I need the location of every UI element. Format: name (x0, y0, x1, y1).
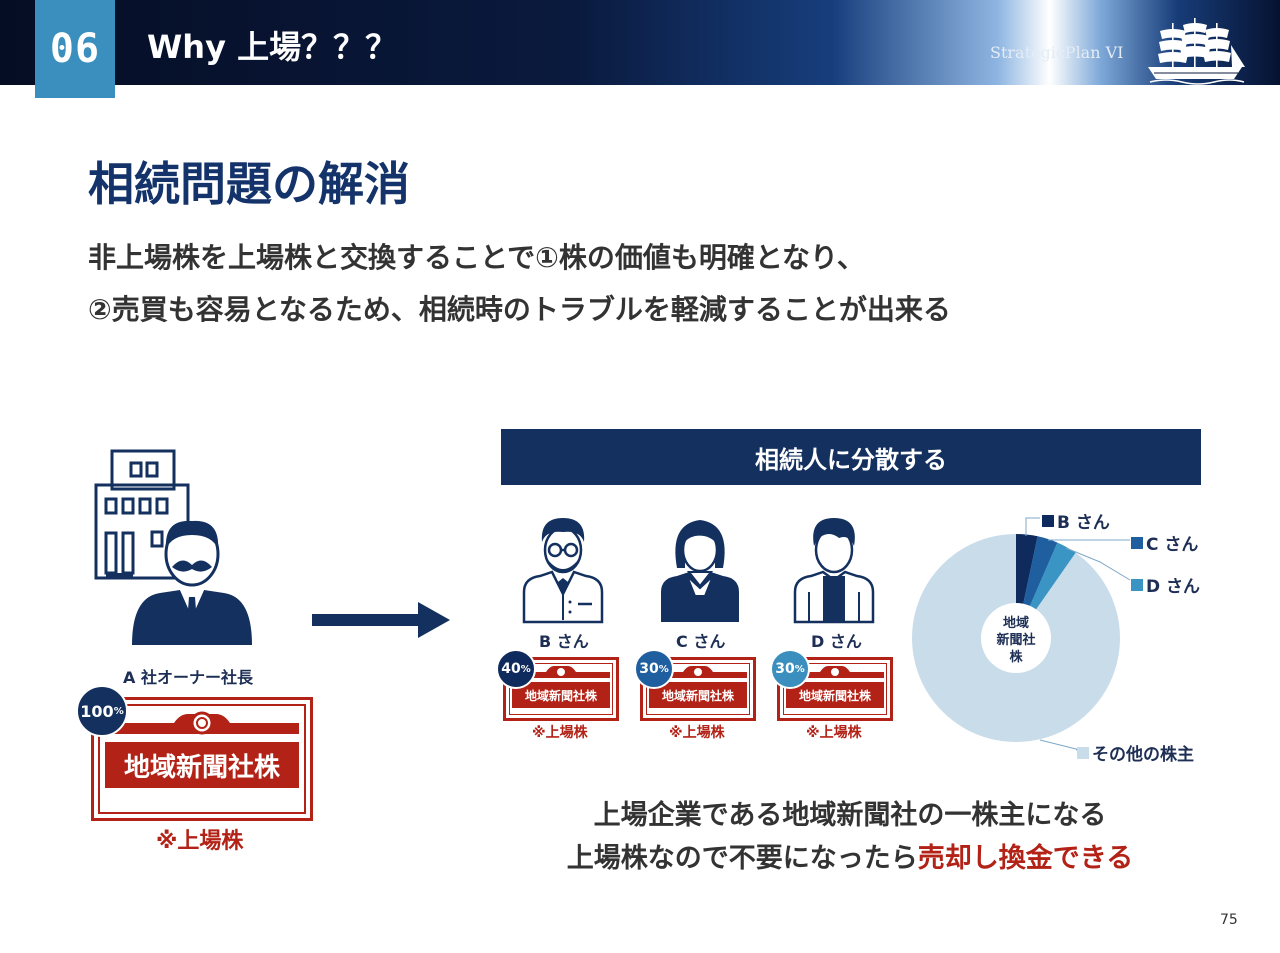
percent-badge-owner: 100% (76, 685, 128, 737)
svg-text:新聞社: 新聞社 (996, 632, 1035, 648)
conclusion-line-1: 上場企業である地域新聞社の一株主になる (593, 800, 1107, 831)
conclusion-line-2: 上場株なので不要になったら売却し換金できる (566, 843, 1134, 874)
conclusion-accent: 売却し換金できる (917, 843, 1134, 874)
shareholder-donut-chart: 地域 新聞社 株 (911, 517, 1131, 751)
page-title: 相続問題の解消 (88, 157, 410, 211)
heir-d-note: ※上場株 (806, 725, 862, 741)
stock-certificate-large: 地域新聞社株 (91, 697, 313, 821)
page-number: 75 (1220, 912, 1238, 928)
section-number: 06 (35, 0, 115, 98)
heir-d-icon (793, 518, 875, 624)
percent-badge-d: 30% (770, 649, 810, 689)
subtitle-line-2: ②売買も容易となるため、相続時のトラブルを軽減することが出来る (88, 293, 951, 326)
legend-b: B さん (1042, 508, 1110, 533)
svg-text:地域: 地域 (1003, 615, 1029, 631)
header-title: Why 上場？？？ (147, 28, 398, 66)
heir-c-note: ※上場株 (669, 725, 725, 741)
legend-c: C さん (1131, 530, 1198, 555)
stock-certificate-c: 地域新聞社株 (640, 657, 756, 721)
legend-others: その他の株主 (1077, 740, 1194, 765)
building-owner-illustration (94, 449, 252, 645)
percent-badge-c: 30% (634, 649, 674, 689)
heir-c-name: C さん (676, 632, 726, 651)
certificate-emblem-icon (786, 666, 884, 678)
distribution-banner: 相続人に分散する (501, 429, 1201, 485)
owner-label: A 社オーナー社長 (123, 668, 253, 687)
heir-b-note: ※上場株 (532, 725, 588, 741)
header-bar (0, 0, 1280, 85)
legend-d: D さん (1131, 572, 1200, 597)
legend-swatch-d (1131, 578, 1143, 591)
percent-badge-b: 40% (496, 649, 536, 689)
sailing-ship-icon (1148, 18, 1245, 85)
certificate-emblem-icon (649, 666, 747, 678)
heir-d-name: D さん (811, 632, 862, 651)
heir-c-icon (661, 520, 739, 622)
certificate-emblem-icon (105, 711, 299, 735)
heir-b-icon (522, 518, 604, 624)
legend-swatch-b (1042, 514, 1054, 527)
stock-certificate-b: 地域新聞社株 (503, 657, 619, 721)
listed-stock-note: ※上場株 (156, 829, 244, 854)
legend-swatch-c (1131, 536, 1143, 549)
strategic-plan-label: StrategicPlan VI (990, 43, 1124, 62)
legend-swatch-others (1077, 746, 1089, 759)
certificate-emblem-icon (512, 666, 610, 678)
subtitle-line-1: 非上場株を上場株と交換することで①株の価値も明確となり、 (88, 241, 865, 274)
svg-text:株: 株 (1009, 649, 1023, 665)
arrow-right-icon (312, 602, 450, 638)
heir-b-name: B さん (539, 632, 589, 651)
stock-name-label: 地域新聞社株 (105, 742, 299, 788)
